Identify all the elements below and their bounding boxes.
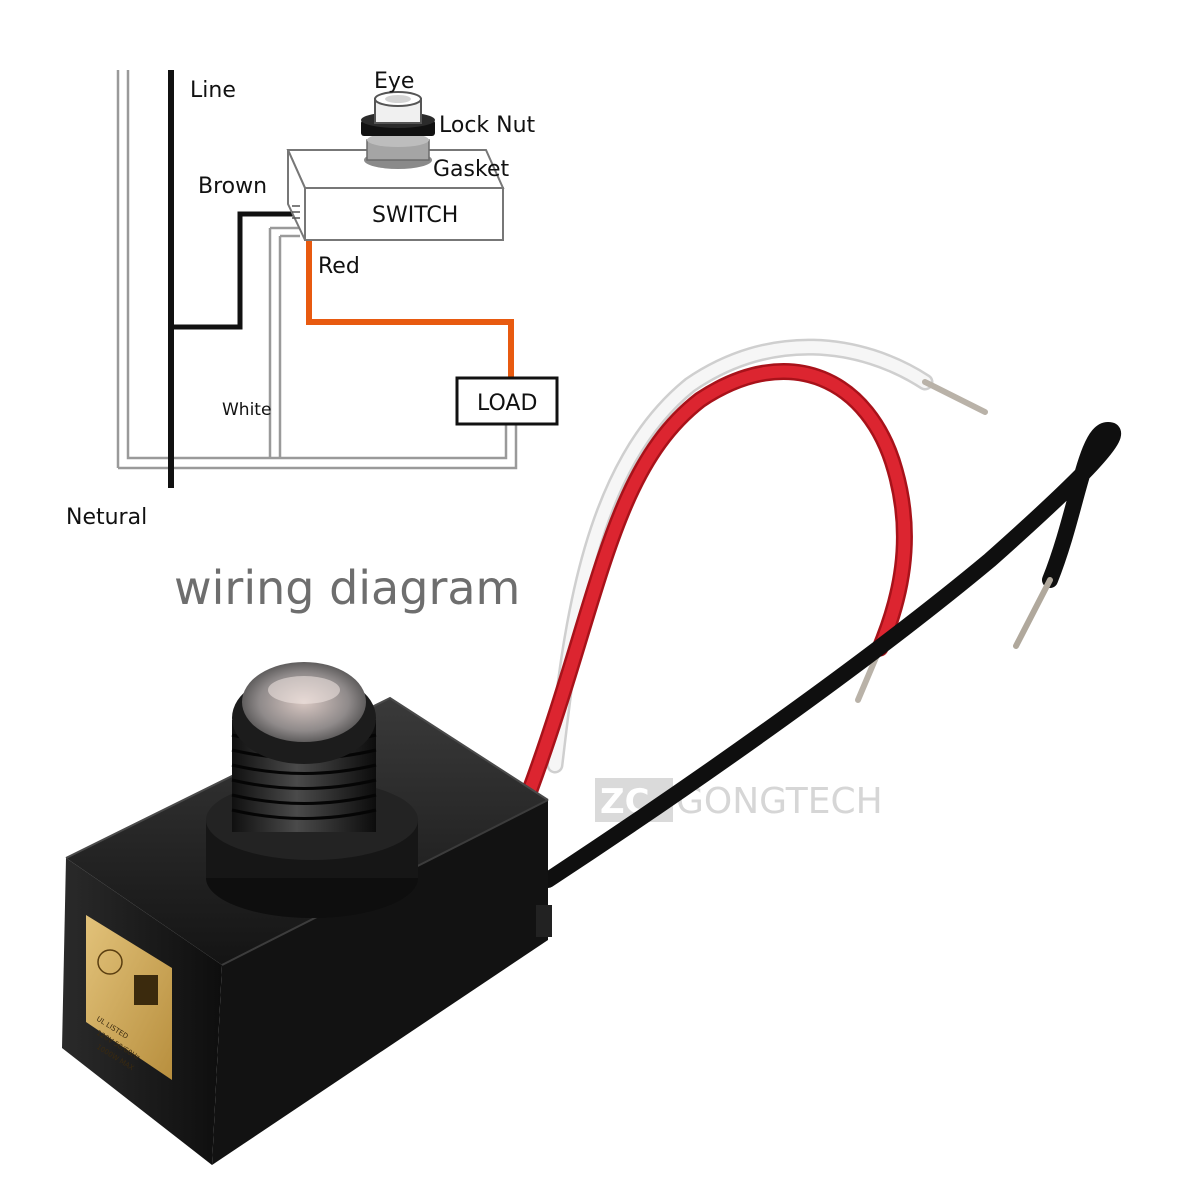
neutral-wire <box>116 70 518 470</box>
diagram-caption: wiring diagram <box>174 561 520 615</box>
wire-grommet <box>536 905 552 937</box>
photocell-eye-icon <box>361 91 435 169</box>
red-label: Red <box>318 254 360 279</box>
wiring-diagram: SWITCH LOAD Line Eye Lock Nut Gasket Bro… <box>66 69 559 615</box>
black-wire <box>540 421 1122 888</box>
switch-box-icon <box>286 149 505 241</box>
load-box-icon <box>455 376 559 426</box>
lock-nut-label: Lock Nut <box>439 113 536 138</box>
line-label: Line <box>190 78 236 103</box>
photocell-product: UL LISTED 120V 50/60Hz 1000W MAX <box>62 338 1122 1165</box>
sensor-collar <box>206 662 418 918</box>
watermark-brand: GONGTECH <box>676 781 883 822</box>
load-label: LOAD <box>477 391 537 416</box>
gasket-label: Gasket <box>433 157 509 182</box>
brand-watermark: ZC GONGTECH <box>595 778 883 822</box>
brown-label: Brown <box>198 174 267 199</box>
neutral-label: Netural <box>66 505 147 530</box>
rating-label-plate: UL LISTED 120V 50/60Hz 1000W MAX <box>86 915 172 1080</box>
photo-wires <box>521 338 1122 888</box>
line-wire <box>168 70 296 488</box>
eye-label: Eye <box>374 69 414 94</box>
housing-side <box>212 800 548 1165</box>
white-label: White <box>222 400 271 420</box>
switch-label: SWITCH <box>372 203 458 228</box>
